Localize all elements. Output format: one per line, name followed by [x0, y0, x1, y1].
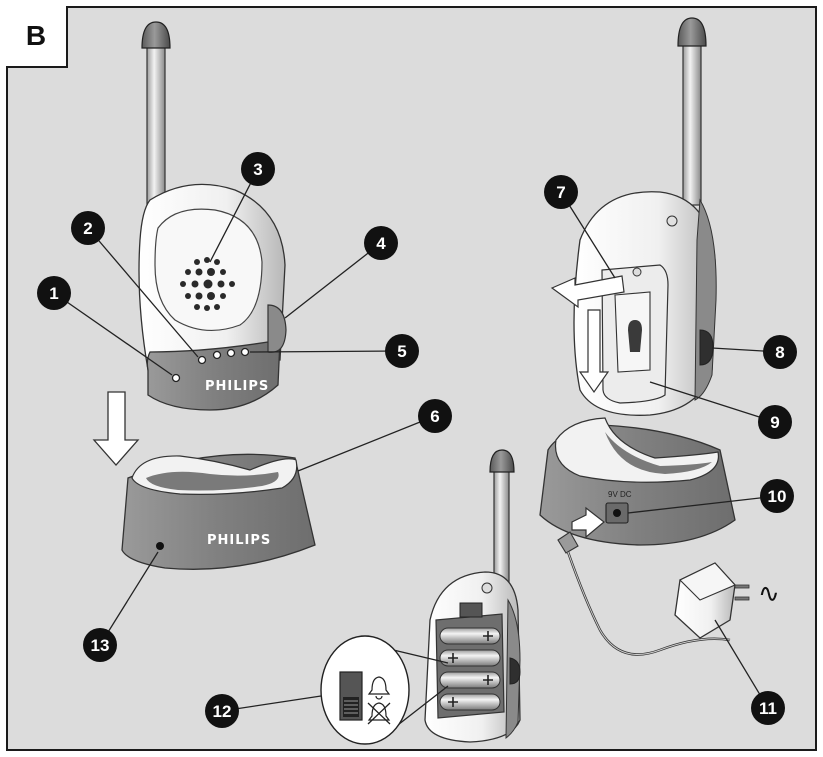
svg-text:7: 7	[556, 183, 565, 202]
charger-base-left: PHILIPS	[121, 453, 316, 570]
indicator-lights	[171, 347, 250, 383]
dc-label: 9V DC	[608, 490, 632, 499]
antenna-back	[682, 39, 702, 206]
svg-text:11: 11	[759, 699, 777, 718]
callout-7: 7	[544, 175, 578, 209]
svg-text:5: 5	[397, 342, 406, 361]
callout-12: 12	[205, 694, 239, 728]
antenna-cap-back	[677, 17, 707, 47]
speaker-grille	[180, 257, 235, 311]
callout-13: 13	[83, 628, 117, 662]
keyhole	[628, 320, 642, 352]
svg-text:9: 9	[770, 413, 779, 432]
charger-base-right: 9V DC	[539, 417, 736, 546]
baby-unit-front: PHILIPS	[138, 21, 287, 411]
callout-6: 6	[418, 399, 452, 433]
svg-text:10: 10	[768, 487, 787, 506]
svg-text:3: 3	[253, 160, 262, 179]
plug-in-arrow	[571, 506, 605, 539]
svg-text:2: 2	[83, 219, 92, 238]
callout-1: 1	[37, 276, 71, 310]
callout-3: 3	[241, 152, 275, 186]
svg-text:12: 12	[213, 702, 232, 721]
ac-mains-symbol: ∿	[758, 579, 780, 609]
callout-4: 4	[364, 226, 398, 260]
svg-text:6: 6	[430, 407, 439, 426]
figure-label: B	[6, 6, 68, 68]
volume-switch	[267, 304, 287, 353]
svg-text:13: 13	[91, 636, 110, 655]
brand-logo: PHILIPS	[205, 379, 269, 394]
channel-switch	[699, 329, 714, 366]
clip-down-arrow	[578, 309, 610, 394]
callout-10: 10	[760, 479, 794, 513]
callout-8: 8	[763, 335, 797, 369]
base-brand-logo: PHILIPS	[207, 533, 271, 548]
callout-11: 11	[751, 691, 785, 725]
dc-socket	[156, 542, 164, 550]
clip-slide-arrow	[550, 275, 625, 309]
battery-unit	[320, 449, 521, 745]
power-adapter: ∿	[557, 531, 780, 656]
switch-detail-magnifier	[320, 635, 410, 745]
batteries	[439, 627, 501, 711]
antenna	[146, 39, 166, 211]
antenna-cap	[141, 21, 171, 49]
placement-arrow	[92, 391, 140, 466]
callout-2: 2	[71, 211, 105, 245]
svg-text:1: 1	[49, 284, 58, 303]
callout-5: 5	[385, 334, 419, 368]
bell-off-icon	[367, 702, 391, 725]
callout-9: 9	[758, 405, 792, 439]
svg-text:8: 8	[775, 343, 784, 362]
svg-text:4: 4	[376, 234, 386, 253]
baby-unit-back	[550, 17, 717, 416]
bell-icon	[367, 676, 391, 700]
screw-icon	[666, 215, 678, 227]
